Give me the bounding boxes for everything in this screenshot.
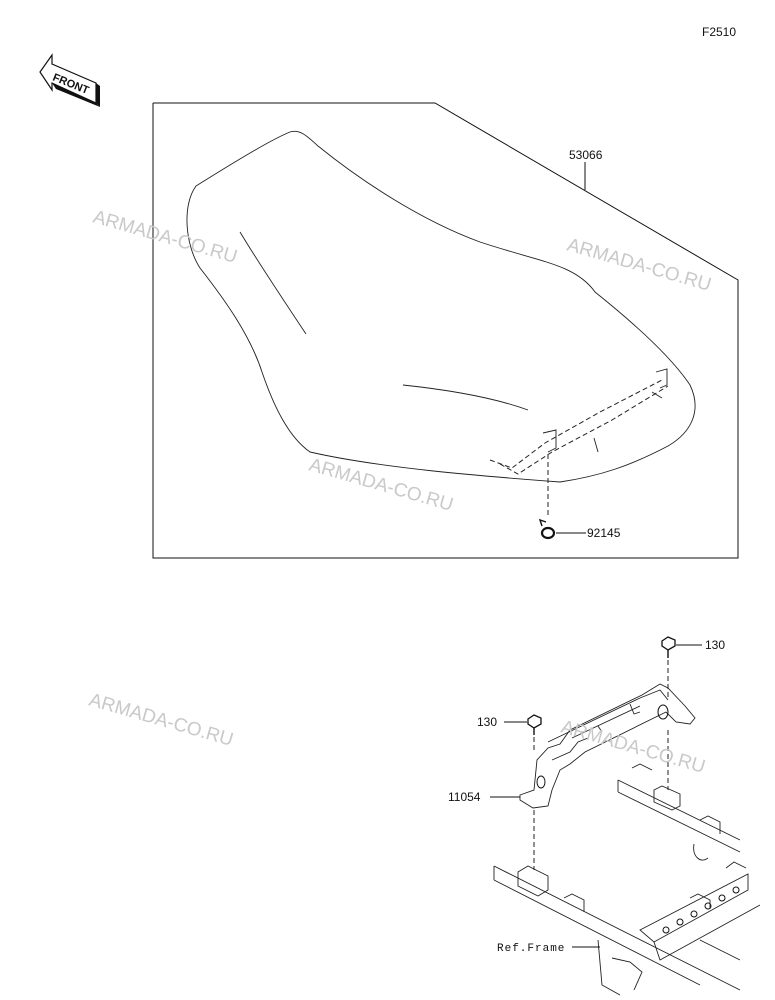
figure-code: F2510	[702, 25, 736, 39]
part-label-53066: 53066	[569, 148, 603, 162]
seat-drawing	[186, 130, 696, 518]
part-label-130-top: 130	[705, 638, 725, 652]
watermark: ARMADA-CO.RU	[565, 235, 714, 296]
watermark: ARMADA-CO.RU	[559, 717, 708, 778]
ref-frame-label: Ref.Frame	[497, 943, 565, 955]
watermark: ARMADA-CO.RU	[87, 690, 236, 751]
frame-drawing	[493, 763, 761, 996]
seat-assembly-frame	[152, 102, 739, 559]
part-label-130-left: 130	[477, 715, 497, 729]
watermark: ARMADA-CO.RU	[91, 207, 240, 268]
part-label-11054: 11054	[448, 790, 481, 804]
part-label-92145: 92145	[587, 526, 621, 540]
seat-bracket-drawing	[519, 683, 696, 809]
clip-icon	[538, 518, 556, 540]
front-arrow-icon: FRONT	[39, 53, 100, 107]
bolt-icon	[527, 714, 542, 735]
watermark: ARMADA-CO.RU	[307, 455, 456, 516]
bolt-icon	[661, 636, 676, 658]
